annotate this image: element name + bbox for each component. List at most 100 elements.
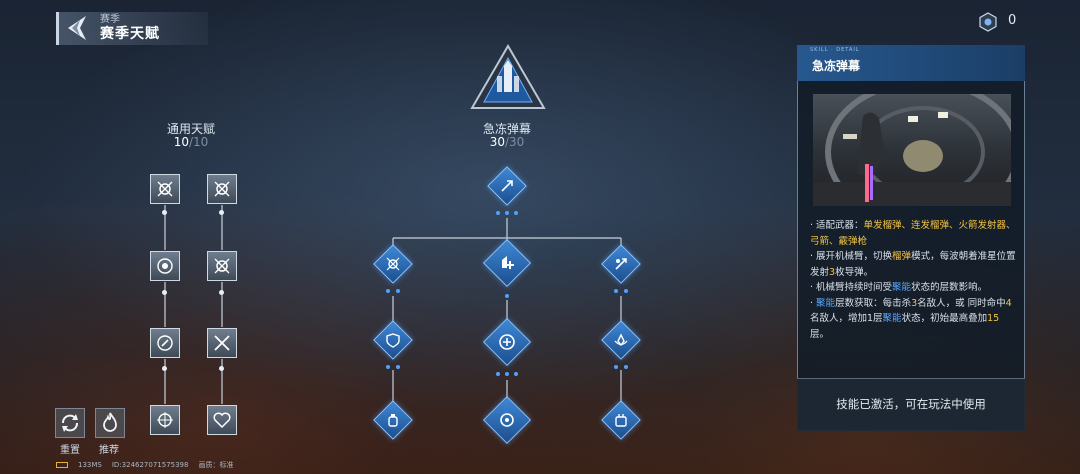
shield-plus-icon	[386, 333, 400, 348]
graphics-quality: 画质：标准	[198, 461, 234, 469]
cycle-icon	[500, 413, 514, 427]
general-talent-node[interactable]	[207, 405, 237, 435]
ping-readout: 133MS	[78, 461, 102, 469]
burst-icon	[214, 258, 230, 274]
link-dot	[219, 366, 224, 371]
ice-burst-icon	[386, 257, 400, 271]
desc-text: ·	[810, 297, 817, 309]
recommend-label: 推荐	[99, 445, 119, 456]
desc-line-2: · 机械臂持续时间受聚能状态的层数影响。	[810, 280, 1016, 296]
weapon-list: 单发榴弹、连发榴弹、火箭发射器、弓箭、霰弹枪	[810, 220, 1016, 247]
rank-dot	[386, 289, 390, 293]
desc-highlight: 15	[987, 313, 1000, 324]
rank-dot	[505, 211, 509, 215]
desc-text: 层。	[810, 328, 830, 340]
branch-left-node-2[interactable]	[373, 320, 413, 360]
general-talent-node[interactable]	[207, 174, 237, 204]
grenade-icon	[388, 414, 398, 427]
link-dot	[219, 290, 224, 295]
rank-dot	[624, 289, 628, 293]
branch-left-node-3[interactable]	[373, 400, 413, 440]
player-id: ID:3246270715753​98	[111, 461, 189, 469]
general-talent-node[interactable]	[150, 251, 180, 281]
desc-highlight: 聚能	[882, 313, 902, 324]
tunnel-scene-icon	[813, 94, 1011, 206]
rank-dot	[514, 372, 518, 376]
general-talent-node[interactable]	[150, 174, 180, 204]
rank-dot	[505, 294, 509, 298]
shield-icon	[157, 335, 173, 351]
rank-dot	[386, 365, 390, 369]
desc-text: 状态，初始最高叠加	[901, 313, 988, 324]
desc-line-1: · 展开机械臂，切换榴弹模式，每波朝着准星位置发射3枚导弹。	[810, 249, 1016, 280]
general-talent-node[interactable]	[207, 328, 237, 358]
branch-center-node-3[interactable]	[482, 395, 532, 445]
skill-description: · 适配武器：单发榴弹、连发榴弹、火箭发射器、弓箭、霰弹枪 · 展开机械臂，切换…	[810, 218, 1016, 342]
desc-highlight: 聚能	[892, 282, 912, 293]
main-root-node[interactable]	[487, 166, 527, 206]
target-lock-icon	[499, 334, 515, 350]
rocket-icon	[501, 180, 513, 192]
page-title: 赛季天赋	[100, 26, 160, 42]
crossed-swords-icon	[214, 335, 230, 351]
recommend-button[interactable]	[95, 408, 125, 438]
desc-highlight: 3	[829, 266, 836, 278]
branch-center-node-2[interactable]	[482, 317, 532, 367]
desc-highlight: 3	[911, 297, 918, 309]
general-tree-name: 通用天赋	[166, 122, 215, 136]
branch-right-node-1[interactable]	[601, 244, 641, 284]
status-footer: 133MS ID:3246270715753​98 画质：标准	[56, 460, 243, 470]
rank-dot	[514, 211, 518, 215]
reset-button[interactable]	[55, 408, 85, 438]
branch-right-node-2[interactable]	[601, 320, 641, 360]
status-bar	[797, 378, 1025, 431]
desc-highlight: 4	[1005, 297, 1012, 309]
desc-text: 状态的层数影响。	[911, 282, 988, 293]
link-dot	[219, 210, 224, 215]
weapon-line: · 适配武器：单发榴弹、连发榴弹、火箭发射器、弓箭、霰弹枪	[810, 218, 1016, 249]
branch-left-node-1[interactable]	[373, 244, 413, 284]
frost-missile-icon	[615, 258, 627, 270]
ammo-pack-icon	[615, 414, 627, 427]
back-arrow-icon[interactable]	[64, 14, 90, 42]
reset-label: 重置	[60, 445, 80, 456]
general-talent-node[interactable]	[207, 251, 237, 281]
main-points-max: /30	[504, 135, 525, 149]
general-points-value: 10	[173, 135, 189, 149]
crosshair-icon	[157, 412, 173, 428]
desc-text: 名敌人，增加1层	[810, 313, 883, 324]
link-dot	[162, 366, 167, 371]
desc-line-3: · 聚能层数获取：每击杀3名敌人，或 同时命中4名敌人，增加1层聚能状态，初始最…	[810, 296, 1016, 343]
talent-point-count: 0	[1008, 13, 1017, 28]
general-talent-node[interactable]	[150, 405, 180, 435]
skill-preview-image	[813, 94, 1011, 206]
main-points-value: 30	[489, 135, 505, 149]
desc-text: 枚导弹。	[835, 266, 874, 278]
target-icon	[157, 258, 173, 274]
branch-right-node-3[interactable]	[601, 400, 641, 440]
desc-text: 层数获取：每击杀	[835, 297, 912, 309]
heart-icon	[213, 412, 231, 429]
branch-center-node-1[interactable]	[482, 238, 532, 288]
rank-dot	[614, 289, 618, 293]
rank-dot	[396, 289, 400, 293]
lotus-icon	[614, 333, 628, 347]
rank-dot	[624, 365, 628, 369]
battery-icon	[56, 462, 68, 468]
desc-text: 模式，每波朝着准星位置发射	[810, 251, 1016, 278]
link-dot	[162, 210, 167, 215]
rank-dot	[396, 365, 400, 369]
desc-text: · 机械臂持续时间受	[810, 282, 893, 293]
back-button[interactable]	[56, 12, 208, 45]
desc-text: 名敌人，或 同时命中	[917, 297, 1006, 309]
rank-dot	[496, 211, 500, 215]
general-talent-node[interactable]	[150, 328, 180, 358]
general-tree-points: 10/10	[131, 135, 251, 149]
rank-dot	[505, 372, 509, 376]
skill-status-text: 技能已激活，可在玩法中使用	[836, 397, 986, 411]
weapon-prefix: · 适配武器：	[810, 220, 864, 231]
desc-highlight: 聚能	[816, 297, 836, 309]
skill-detail-header	[797, 45, 1025, 81]
main-tree-name: 急冻弹幕	[482, 122, 531, 136]
